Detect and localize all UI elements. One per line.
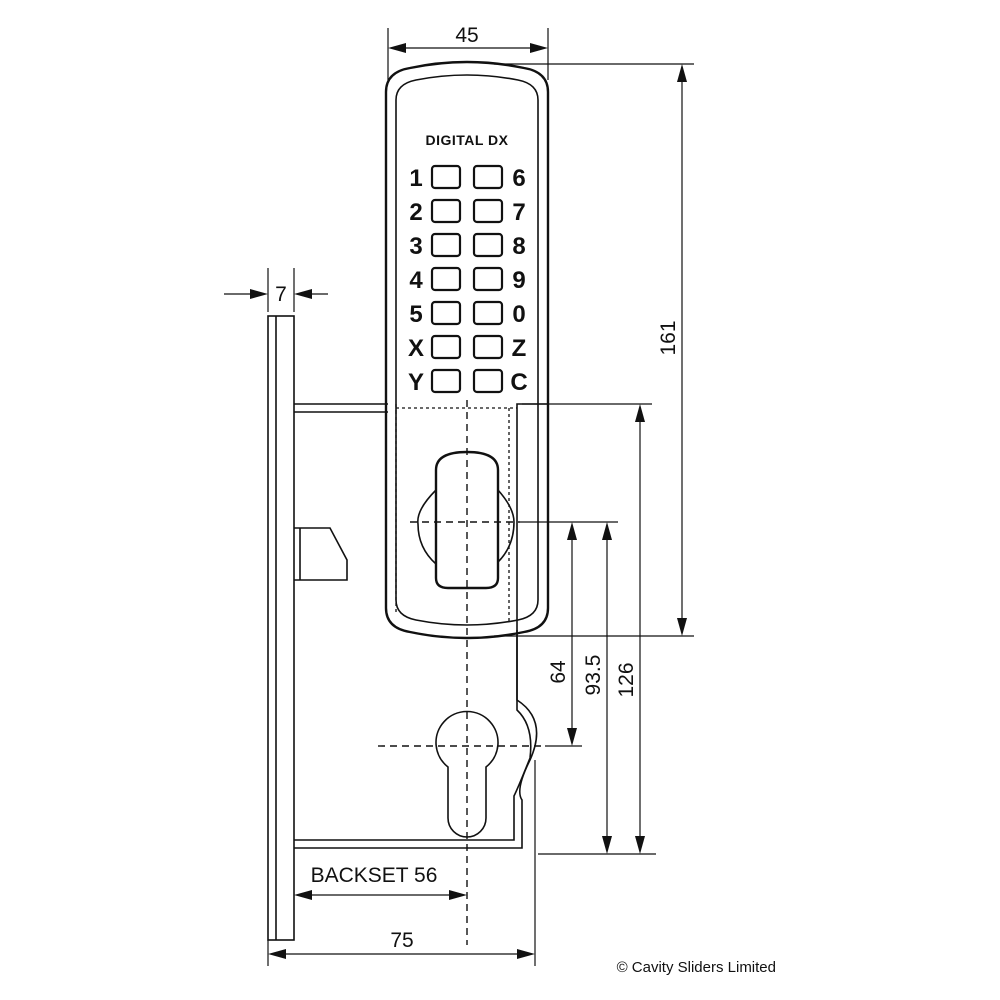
key-z[interactable]: [472, 334, 504, 360]
key-label: 8: [512, 233, 525, 260]
dimension-label: 7: [275, 283, 287, 306]
key-label: 3: [409, 233, 422, 260]
key-label: C: [510, 369, 527, 396]
key-6[interactable]: [472, 164, 504, 190]
key-x[interactable]: [430, 334, 462, 360]
key-label: 2: [409, 199, 422, 226]
key-label: 6: [512, 165, 525, 192]
brand-label: DIGITAL DX: [425, 132, 508, 148]
dimension-faceplate: 7: [224, 268, 328, 312]
key-7[interactable]: [472, 198, 504, 224]
key-y[interactable]: [430, 368, 462, 394]
dimension-label: BACKSET 56: [311, 864, 438, 887]
key-label: 1: [409, 165, 422, 192]
key-8[interactable]: [472, 232, 504, 258]
cylinder-keyhole: [435, 710, 499, 838]
key-label: Y: [408, 369, 424, 396]
keypad-plate: DIGITAL DX: [384, 60, 550, 640]
key-5[interactable]: [430, 300, 462, 326]
dimension-height: 161: [494, 63, 694, 637]
lever-handle: [434, 450, 500, 590]
dimension-64: 64: [545, 522, 582, 747]
key-2[interactable]: [430, 198, 462, 224]
latch-bolt: [294, 527, 348, 581]
dimension-overall: 75: [267, 760, 536, 966]
key-label: Z: [512, 335, 527, 362]
key-0[interactable]: [472, 300, 504, 326]
dimension-label: 64: [547, 660, 570, 684]
lock-body: [267, 315, 547, 941]
key-4[interactable]: [430, 266, 462, 292]
dimension-label: 161: [657, 320, 680, 355]
key-label: 5: [409, 301, 422, 328]
dimension-label: 75: [390, 929, 413, 952]
dimension-126: 126: [522, 403, 656, 855]
dimension-93-5: 93.5: [520, 521, 618, 854]
key-c[interactable]: [472, 368, 504, 394]
key-3[interactable]: [430, 232, 462, 258]
key-label: 0: [512, 301, 525, 328]
key-label: 9: [512, 267, 525, 294]
dimension-label: 93.5: [582, 655, 605, 696]
keypad: 1 2 3 4 5 X Y 6 7 8 9 0 Z C: [408, 164, 528, 396]
dimension-width: 45: [387, 24, 549, 80]
dimension-label: 45: [455, 24, 478, 47]
dimension-label: 126: [615, 662, 638, 697]
key-9[interactable]: [472, 266, 504, 292]
key-1[interactable]: [430, 164, 462, 190]
key-label: 4: [409, 267, 423, 294]
key-label: X: [408, 335, 424, 362]
dimension-backset: BACKSET 56: [294, 864, 467, 900]
faceplate: [267, 315, 295, 941]
centre-lines: [378, 400, 545, 945]
copyright-text: © Cavity Sliders Limited: [617, 959, 776, 976]
key-label: 7: [512, 199, 525, 226]
